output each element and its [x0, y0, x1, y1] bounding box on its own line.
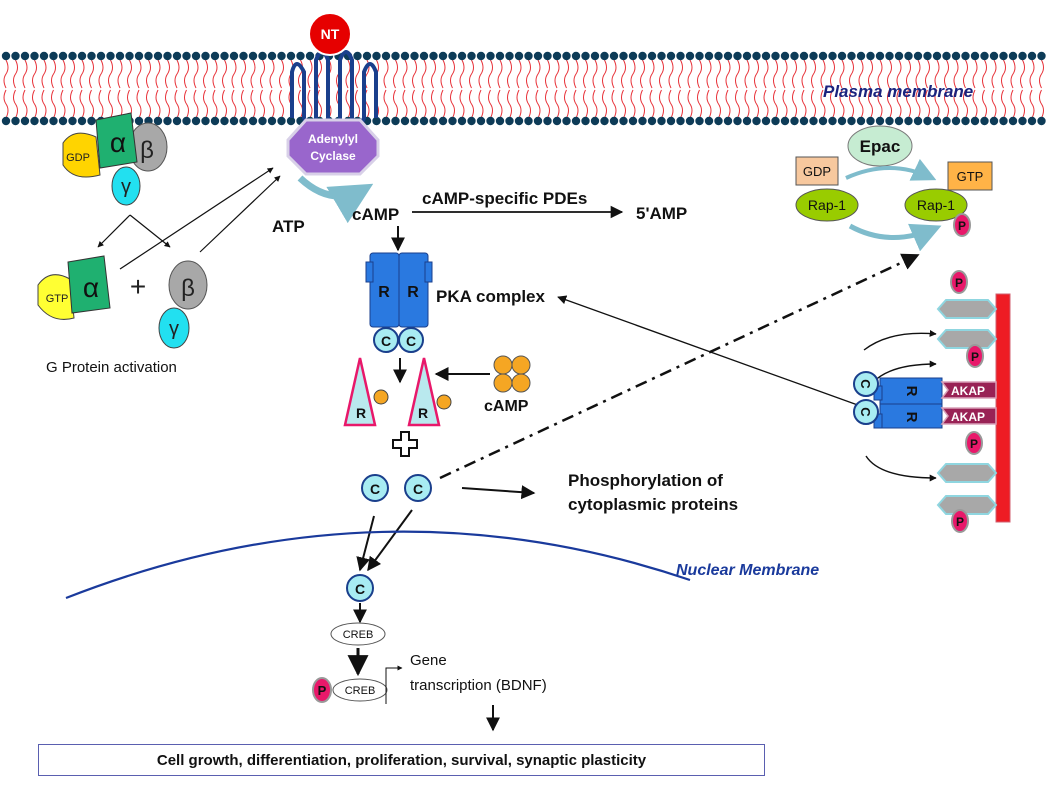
atp-label: ATP	[272, 217, 305, 236]
substrate-protein	[936, 463, 998, 483]
substrate-protein	[936, 329, 998, 349]
r-subunit-right: R	[407, 357, 452, 427]
epac-exchange-arrow-bottom	[848, 223, 942, 252]
cellular-effects-box: Cell growth, differentiation, proliferat…	[38, 744, 765, 776]
to-phosphorylation-arrow	[461, 485, 536, 500]
c-to-nucleus-arrow-2	[367, 509, 413, 572]
camp-cluster	[493, 355, 531, 393]
pka-c-right: C	[406, 333, 416, 349]
gdp-label: GDP	[66, 152, 90, 164]
gamma-active-symbol: γ	[169, 318, 179, 340]
gene-line2: transcription (BDNF)	[410, 677, 547, 694]
alpha-symbol: α	[110, 127, 126, 158]
beta-active-symbol: β	[181, 275, 195, 302]
rap1-right-label: Rap-1	[917, 197, 955, 213]
creb-unphosphorylated: CREB	[330, 622, 386, 646]
phospho-line2: cytoplasmic proteins	[568, 495, 738, 514]
epac-label: Epac	[860, 137, 901, 156]
akap-scaffold: P P P P	[936, 270, 1011, 533]
r-subunit-right-label: R	[418, 405, 428, 421]
gene-line1: Gene	[410, 652, 447, 669]
amp5-label: 5'AMP	[636, 204, 687, 223]
cyclase-line2: Cyclase	[310, 149, 356, 163]
g-protein-split-arrows	[97, 167, 281, 270]
gtp-label: GTP	[46, 293, 69, 305]
substrate-protein	[936, 495, 998, 515]
receptor	[290, 50, 378, 127]
rap1-gdp: GDP Rap-1	[795, 156, 859, 222]
free-c-subunits: C C	[361, 474, 432, 502]
rap1-p-badge: P	[958, 219, 966, 233]
akap-label-top: AKAP	[951, 384, 985, 398]
creb-label: CREB	[343, 629, 374, 641]
nuclear-membrane	[65, 530, 691, 600]
epac-exchange-arrow-top	[845, 158, 937, 181]
pka-complex-label: PKA complex	[436, 287, 546, 306]
beta-symbol: β	[140, 137, 154, 164]
nt-label: NT	[321, 26, 340, 42]
pka-r-left: R	[378, 284, 390, 301]
nuclear-c-label: C	[355, 581, 365, 597]
pde-label: cAMP-specific PDEs	[422, 189, 587, 208]
transcription-start-arrow	[385, 665, 403, 704]
nuclear-membrane-label: Nuclear Membrane	[676, 562, 819, 579]
akap-r-bottom: R	[903, 412, 920, 423]
free-c-left: C	[370, 481, 380, 497]
creb-phosphorylated: CREB P	[312, 677, 388, 703]
pka-r-right: R	[407, 284, 419, 301]
alpha-active-symbol: α	[83, 272, 99, 303]
g-protein-activation-label: G Protein activation	[46, 359, 177, 376]
plasma-membrane-label: Plasma membrane	[823, 82, 973, 101]
phospho-line1: Phosphorylation of	[568, 471, 723, 490]
akap-top-arrow	[863, 329, 937, 351]
c-to-nucleus-arrow-1	[356, 515, 375, 572]
pka-c-left: C	[381, 333, 391, 349]
camp-label: cAMP	[352, 205, 399, 224]
r-subunit-left: R	[343, 357, 389, 427]
creb-p-badge: P	[318, 683, 327, 698]
plus-sign: +	[130, 271, 146, 302]
rap1-gtp: GTP Rap-1 P	[904, 161, 993, 237]
akap-p-3: P	[970, 437, 978, 451]
pka-complex: R R C C	[365, 252, 433, 353]
g-protein-active: GTP α + β γ	[37, 255, 208, 349]
rap1-gdp-label: GDP	[803, 164, 831, 179]
akap-curved-arrow-down	[865, 455, 937, 482]
creb-p-label: CREB	[345, 685, 376, 697]
rap1-left-label: Rap-1	[808, 197, 846, 213]
akap-r-top: R	[903, 386, 920, 397]
pka-to-epac-dashed-arrow	[439, 253, 920, 480]
g-protein-inactive: β γ GDP α	[62, 112, 168, 206]
r-subunit-left-label: R	[356, 405, 366, 421]
atp-to-camp-curve	[297, 175, 374, 224]
plus-release-icon	[392, 431, 418, 457]
rap1-gtp-label: GTP	[957, 169, 984, 184]
free-c-right: C	[413, 481, 423, 497]
pka-to-akap-arrow	[557, 295, 867, 410]
akap-p-4: P	[956, 515, 964, 529]
akap-pka-complex: R R C C AKAP AKAP	[853, 371, 997, 429]
neurotransmitter: NT	[308, 12, 352, 56]
adenylyl-cyclase: Adenylyl Cyclase	[286, 118, 380, 176]
nuclear-c-subunit: C	[346, 574, 374, 602]
plasma-membrane	[1, 51, 1046, 126]
substrate-protein	[936, 299, 998, 319]
akap-c-bottom: C	[858, 407, 873, 417]
cyclase-line1: Adenylyl	[308, 132, 358, 146]
akap-label-bottom: AKAP	[951, 410, 985, 424]
camp-free-label: cAMP	[484, 398, 529, 415]
epac: Epac	[847, 125, 913, 167]
gamma-symbol: γ	[121, 176, 131, 198]
akap-p-1: P	[955, 276, 963, 290]
akap-p-2: P	[971, 350, 979, 364]
akap-c-top: C	[858, 379, 873, 389]
